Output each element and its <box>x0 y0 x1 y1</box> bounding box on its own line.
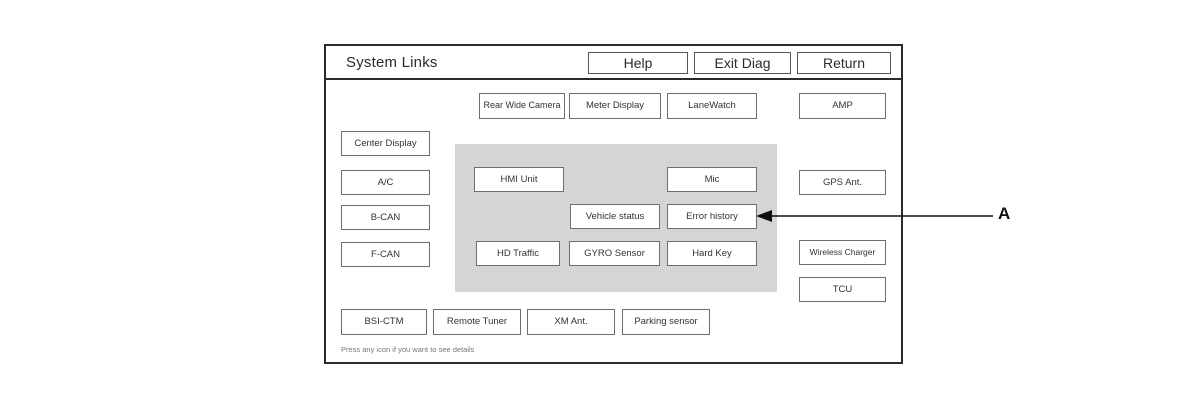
footer-hint-text: Press any icon if you want to see detail… <box>341 345 475 354</box>
link-button-wireless-charger[interactable]: Wireless Charger <box>799 240 886 265</box>
link-button-rear-wide-camera[interactable]: Rear Wide Camera <box>479 93 565 119</box>
title-bar: System Links Help Exit Diag Return <box>326 46 901 80</box>
link-button-meter-display[interactable]: Meter Display <box>569 93 661 119</box>
link-button-gyro-sensor[interactable]: GYRO Sensor <box>569 241 660 266</box>
link-button-remote-tuner[interactable]: Remote Tuner <box>433 309 521 335</box>
link-button-center-display[interactable]: Center Display <box>341 131 430 156</box>
link-button-f-can[interactable]: F-CAN <box>341 242 430 267</box>
link-button-error-history[interactable]: Error history <box>667 204 757 229</box>
link-button-hd-traffic[interactable]: HD Traffic <box>476 241 560 266</box>
link-button-hard-key[interactable]: Hard Key <box>667 241 757 266</box>
help-button[interactable]: Help <box>588 52 688 74</box>
link-button-vehicle-status[interactable]: Vehicle status <box>570 204 660 229</box>
callout-label-a: A <box>998 204 1011 223</box>
link-button-xm-ant[interactable]: XM Ant. <box>527 309 615 335</box>
link-button-mic[interactable]: Mic <box>667 167 757 192</box>
link-button-amp[interactable]: AMP <box>799 93 886 119</box>
link-button-bsi-ctm[interactable]: BSI-CTM <box>341 309 427 335</box>
link-button-hmi-unit[interactable]: HMI Unit <box>474 167 564 192</box>
exit-diag-button[interactable]: Exit Diag <box>694 52 791 74</box>
link-button-tcu[interactable]: TCU <box>799 277 886 302</box>
return-button[interactable]: Return <box>797 52 891 74</box>
link-button-b-can[interactable]: B-CAN <box>341 205 430 230</box>
system-links-screen-panel: System Links Help Exit Diag Return Cente… <box>324 44 903 364</box>
link-button-lanewatch[interactable]: LaneWatch <box>667 93 757 119</box>
page-title: System Links <box>346 54 438 71</box>
link-button-gps-ant[interactable]: GPS Ant. <box>799 170 886 195</box>
link-button-parking-sensor[interactable]: Parking sensor <box>622 309 710 335</box>
link-button-ac[interactable]: A/C <box>341 170 430 195</box>
